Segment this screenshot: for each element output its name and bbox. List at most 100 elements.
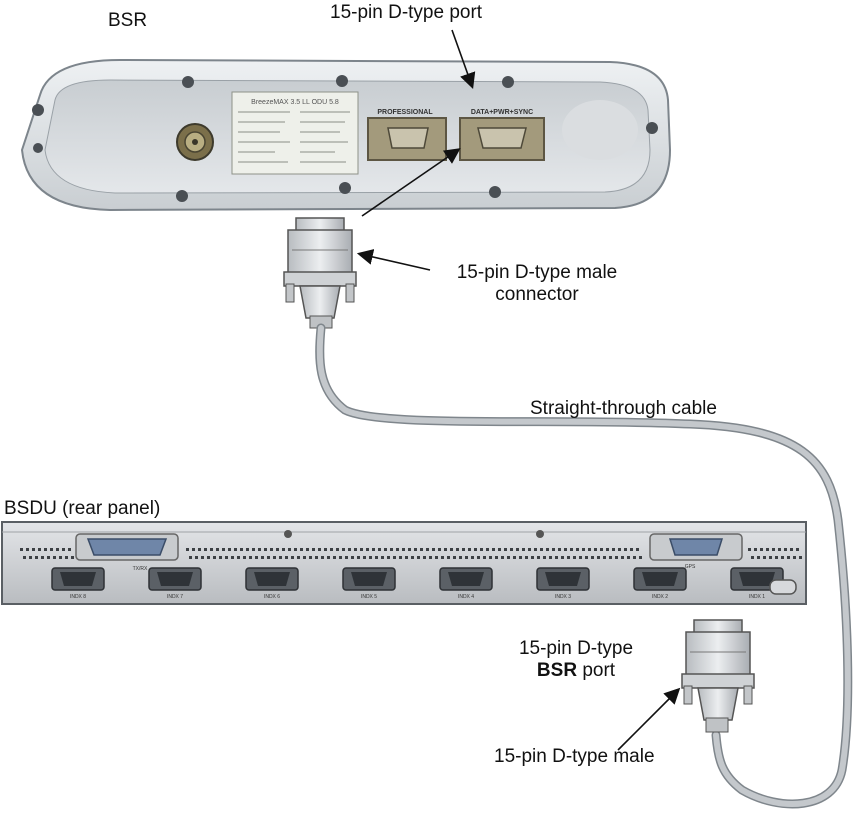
data-pwr-sync-label: DATA+PWR+SYNC	[471, 109, 533, 116]
vent-hole	[576, 548, 579, 551]
vent-hole	[450, 548, 453, 551]
bsr-sticker-title: BreezeMAX 3.5 LL ODU 5.8	[251, 99, 339, 106]
vent-hole	[47, 556, 50, 559]
vent-hole	[633, 556, 636, 559]
vent-hole	[390, 548, 393, 551]
vent-hole	[384, 548, 387, 551]
vent-hole	[318, 548, 321, 551]
vent-hole	[775, 556, 778, 559]
vent-hole	[279, 556, 282, 559]
vent-hole	[438, 548, 441, 551]
vent-hole	[306, 548, 309, 551]
vent-hole	[225, 556, 228, 559]
vent-hole	[630, 548, 633, 551]
vent-hole	[234, 548, 237, 551]
vent-hole	[546, 548, 549, 551]
vent-hole	[618, 548, 621, 551]
vent-hole	[564, 548, 567, 551]
indx-port-label: INDX 6	[264, 594, 280, 600]
vent-hole	[444, 548, 447, 551]
indx-port-socket	[254, 572, 290, 586]
vent-hole	[240, 548, 243, 551]
vent-hole	[561, 556, 564, 559]
indx-port-socket	[448, 572, 484, 586]
vent-hole	[50, 548, 53, 551]
indx-port-socket	[545, 572, 581, 586]
indx-port-label: INDX 8	[70, 594, 86, 600]
vent-hole	[237, 556, 240, 559]
vent-hole	[603, 556, 606, 559]
vent-hole	[198, 548, 201, 551]
vent-hole	[796, 548, 799, 551]
vent-hole	[573, 556, 576, 559]
indx-port-socket	[351, 572, 387, 586]
vent-hole	[501, 556, 504, 559]
bsdu-power-connector	[770, 580, 796, 594]
indx-port-label: INDX 1	[749, 594, 765, 600]
vent-hole	[41, 556, 44, 559]
vent-hole	[534, 548, 537, 551]
vent-hole	[799, 556, 802, 559]
vent-hole	[312, 548, 315, 551]
vent-hole	[300, 548, 303, 551]
bsr-port-label-line2: BSR port	[500, 660, 652, 682]
vent-hole	[276, 548, 279, 551]
vent-hole	[522, 548, 525, 551]
vent-hole	[294, 548, 297, 551]
vent-hole	[336, 548, 339, 551]
bottom-male-arrow	[618, 690, 678, 750]
bsr-port-label: 15-pin D-type BSR port	[500, 638, 652, 682]
vent-hole	[507, 556, 510, 559]
vent-hole	[766, 548, 769, 551]
vent-hole	[787, 556, 790, 559]
vent-hole	[624, 548, 627, 551]
vent-hole	[315, 556, 318, 559]
vent-hole	[327, 556, 330, 559]
vent-hole	[44, 548, 47, 551]
bsr-sticker: BreezeMAX 3.5 LL ODU 5.8	[232, 92, 358, 174]
cable-label: Straight-through cable	[530, 398, 717, 420]
vent-hole	[378, 548, 381, 551]
vent-hole	[417, 556, 420, 559]
vent-hole	[414, 548, 417, 551]
vent-hole	[405, 556, 408, 559]
vent-hole	[71, 556, 74, 559]
upper-male-connector	[284, 218, 356, 328]
vent-hole	[357, 556, 360, 559]
vent-hole	[192, 548, 195, 551]
vent-hole	[528, 548, 531, 551]
vent-hole	[273, 556, 276, 559]
vent-hole	[627, 556, 630, 559]
vent-hole	[408, 548, 411, 551]
vent-hole	[432, 548, 435, 551]
vent-hole	[621, 556, 624, 559]
vent-hole	[402, 548, 405, 551]
vent-hole	[204, 548, 207, 551]
vent-hole	[339, 556, 342, 559]
vent-hole	[492, 548, 495, 551]
indx-port-label: INDX 2	[652, 594, 668, 600]
vent-hole	[510, 548, 513, 551]
vent-hole	[342, 548, 345, 551]
vent-hole	[26, 548, 29, 551]
vent-hole	[459, 556, 462, 559]
vent-hole	[570, 548, 573, 551]
vent-hole	[255, 556, 258, 559]
vent-hole	[495, 556, 498, 559]
vent-hole	[600, 548, 603, 551]
vent-hole	[321, 556, 324, 559]
vent-hole	[216, 548, 219, 551]
vent-hole	[29, 556, 32, 559]
vent-hole	[38, 548, 41, 551]
vent-hole	[423, 556, 426, 559]
vent-hole	[615, 556, 618, 559]
vent-hole	[591, 556, 594, 559]
vent-hole	[330, 548, 333, 551]
vent-hole	[23, 556, 26, 559]
vent-hole	[516, 548, 519, 551]
vent-hole	[288, 548, 291, 551]
vent-hole	[186, 548, 189, 551]
vent-hole	[381, 556, 384, 559]
bsr-port-label-line1: 15-pin D-type	[500, 638, 652, 660]
vent-hole	[53, 556, 56, 559]
